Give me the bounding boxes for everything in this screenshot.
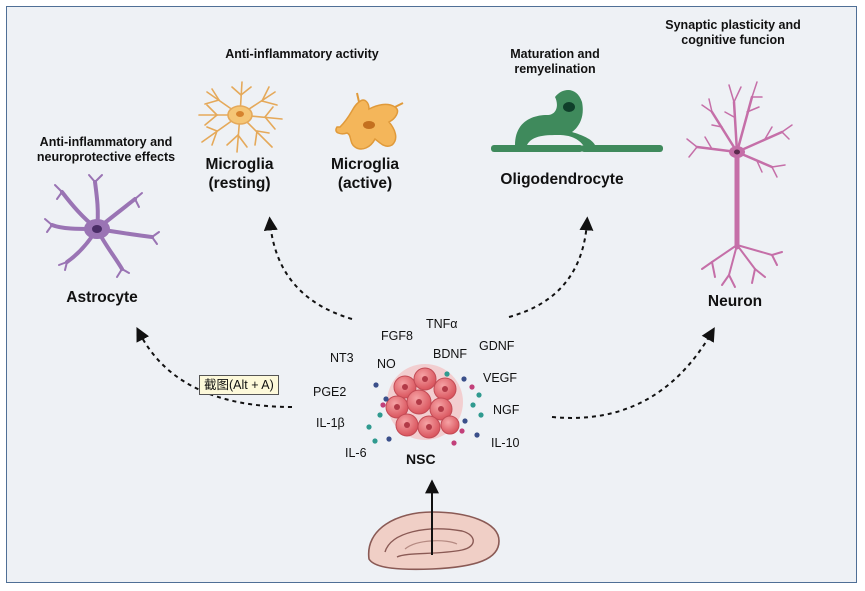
factor-label: NT3 bbox=[330, 351, 354, 365]
dashed-arrows bbox=[136, 216, 715, 419]
label-neuron: Neuron bbox=[707, 293, 763, 310]
microglia-active-icon bbox=[335, 92, 404, 150]
caption-neuron: Synaptic plasticity and cognitive funcio… bbox=[665, 18, 801, 47]
microglia-resting-icon bbox=[198, 81, 283, 153]
factor-label: BDNF bbox=[433, 347, 468, 361]
diagram-canvas bbox=[44, 81, 793, 571]
oligodendrocyte-icon bbox=[491, 90, 663, 152]
label-nsc: NSC bbox=[406, 451, 436, 467]
factor-label: TNFα bbox=[426, 317, 458, 331]
nsc-cluster-icon bbox=[385, 364, 463, 440]
secreted-factor-dots bbox=[366, 371, 484, 446]
hippocampus-icon bbox=[367, 511, 500, 571]
caption-microglia: Anti-inflammatory activity bbox=[225, 47, 379, 61]
factor-label: FGF8 bbox=[381, 329, 413, 343]
caption-oligodendrocyte: Maturation and remyelination bbox=[510, 47, 600, 76]
factor-label: IL-6 bbox=[345, 446, 367, 460]
label-microglia-active: Microglia (active) bbox=[330, 156, 400, 192]
neuron-icon bbox=[686, 81, 793, 288]
diagram-frame: Anti-inflammatory and neuroprotective ef… bbox=[6, 6, 857, 583]
label-oligodendrocyte: Oligodendrocyte bbox=[500, 171, 624, 188]
label-microglia-resting: Microglia (resting) bbox=[205, 156, 274, 192]
arrow-to-neuron bbox=[551, 327, 715, 419]
factor-label: VEGF bbox=[483, 371, 518, 385]
factor-label: IL-10 bbox=[491, 436, 520, 450]
factor-label: NGF bbox=[493, 403, 520, 417]
screenshot-tooltip: 截图(Alt + A) bbox=[199, 375, 279, 395]
factor-label: IL-1β bbox=[316, 416, 345, 430]
arrow-to-microglia bbox=[263, 216, 353, 320]
factor-label: PGE2 bbox=[313, 385, 347, 399]
factor-label: GDNF bbox=[479, 339, 515, 353]
arrow-to-astrocyte bbox=[136, 327, 293, 408]
arrow-to-oligodendrocyte bbox=[508, 216, 594, 318]
caption-astrocyte: Anti-inflammatory and neuroprotective ef… bbox=[36, 135, 176, 164]
astrocyte-cell-icon bbox=[44, 174, 160, 278]
label-astrocyte: Astrocyte bbox=[66, 289, 138, 306]
factor-label: NO bbox=[377, 357, 396, 371]
